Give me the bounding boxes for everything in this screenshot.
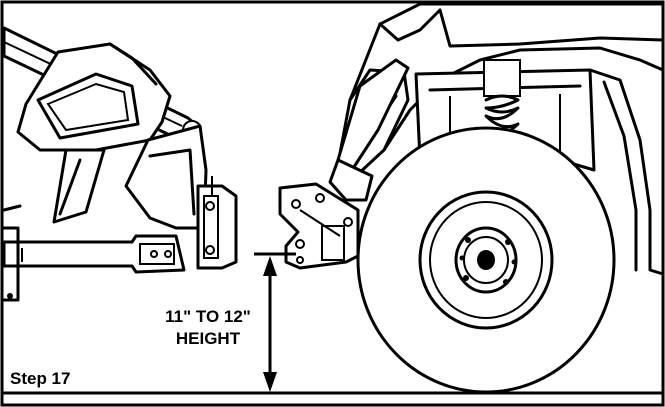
- arrow-up-icon: [263, 256, 277, 276]
- hitch-plate: [278, 182, 360, 270]
- utility-vehicle: [278, 2, 665, 394]
- height-dimension: [254, 252, 296, 392]
- height-label-line2: HEIGHT: [176, 329, 241, 348]
- attachment-implement: [2, 26, 238, 302]
- step-label: Step 17: [10, 369, 70, 388]
- arrow-down-icon: [263, 372, 277, 392]
- front-tire: [356, 126, 616, 394]
- coil-spring: [483, 59, 521, 137]
- height-label-line1: 11" TO 12": [165, 307, 251, 326]
